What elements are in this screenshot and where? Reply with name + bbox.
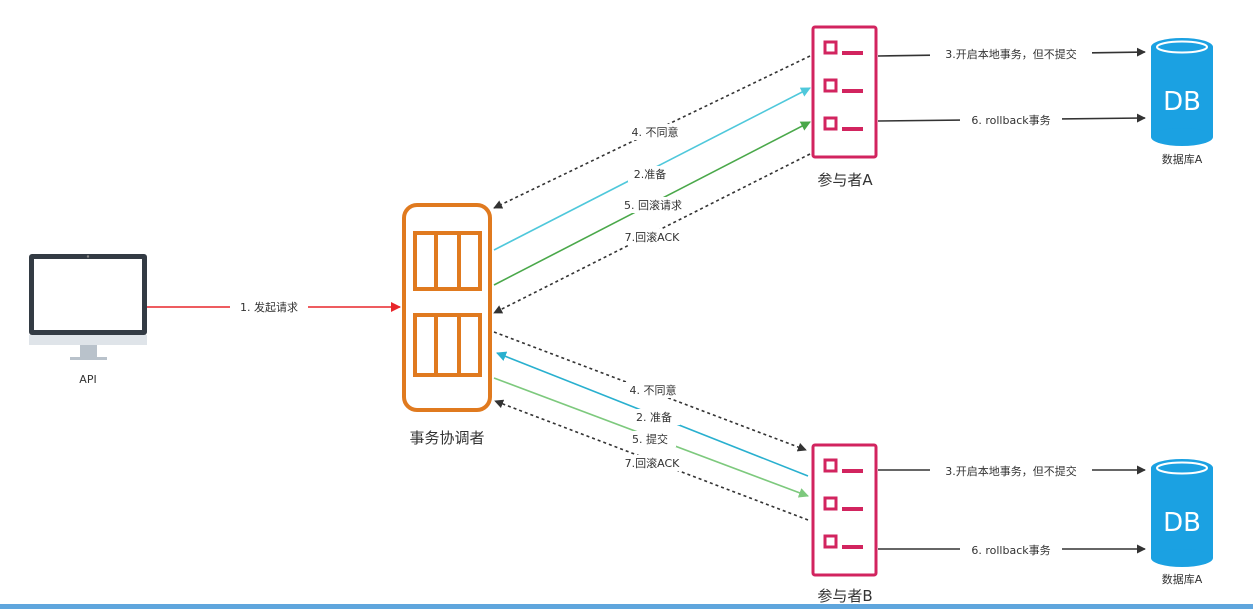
edge-b-rollback-ack [494, 399, 809, 521]
checklist-icon [811, 25, 878, 159]
checklist-icon [811, 443, 878, 577]
participant-b-label: 参与者B [817, 587, 872, 605]
database-a-node: DB 数据库A [1151, 38, 1213, 166]
edge-b-prepare-label: 2. 准备 [636, 410, 672, 424]
db-icon-text: DB [1163, 508, 1201, 538]
db-icon-text: DB [1163, 87, 1201, 117]
database-icon: DB [1151, 38, 1213, 146]
api-label: API [79, 373, 96, 386]
edge-b-open-tx-label: 3.开启本地事务，但不提交 [945, 464, 1077, 478]
edge-b-rollback-ack-label: 7.回滚ACK [625, 456, 681, 470]
participant-a-node: 参与者A [811, 25, 878, 189]
api-node: API [29, 254, 147, 386]
database-b-label: 数据库A [1162, 572, 1203, 586]
edge-b-disagree-label: 4. 不同意 [630, 383, 677, 397]
edge-api-request-label: 1. 发起请求 [240, 300, 298, 314]
edge-b-commit-label: 5. 提交 [632, 432, 668, 446]
edge-a-open-tx-label: 3.开启本地事务，但不提交 [945, 47, 1077, 61]
database-b-node: DB 数据库A [1151, 459, 1213, 586]
bottom-border [0, 604, 1253, 609]
edge-b-rollback-tx-label: 6. rollback事务 [971, 544, 1050, 557]
monitor-icon [29, 254, 147, 360]
edge-b-disagree [493, 331, 807, 452]
edge-a-prepare-label: 2.准备 [634, 167, 667, 181]
coordinator-node: 事务协调者 [402, 203, 492, 447]
coordinator-label: 事务协调者 [409, 429, 484, 447]
edge-a-disagree-label: 4. 不同意 [632, 125, 679, 139]
participant-b-node: 参与者B [811, 443, 878, 605]
database-icon: DB [1151, 459, 1213, 567]
coordinator-icon [402, 203, 492, 412]
edge-a-rollback-request-label: 5. 回滚请求 [624, 198, 682, 212]
edge-a-rollback-ack-label: 7.回滚ACK [625, 230, 681, 244]
participant-a-label: 参与者A [817, 171, 873, 189]
edge-a-rollback-tx-label: 6. rollback事务 [971, 114, 1050, 127]
database-a-label: 数据库A [1162, 152, 1203, 166]
